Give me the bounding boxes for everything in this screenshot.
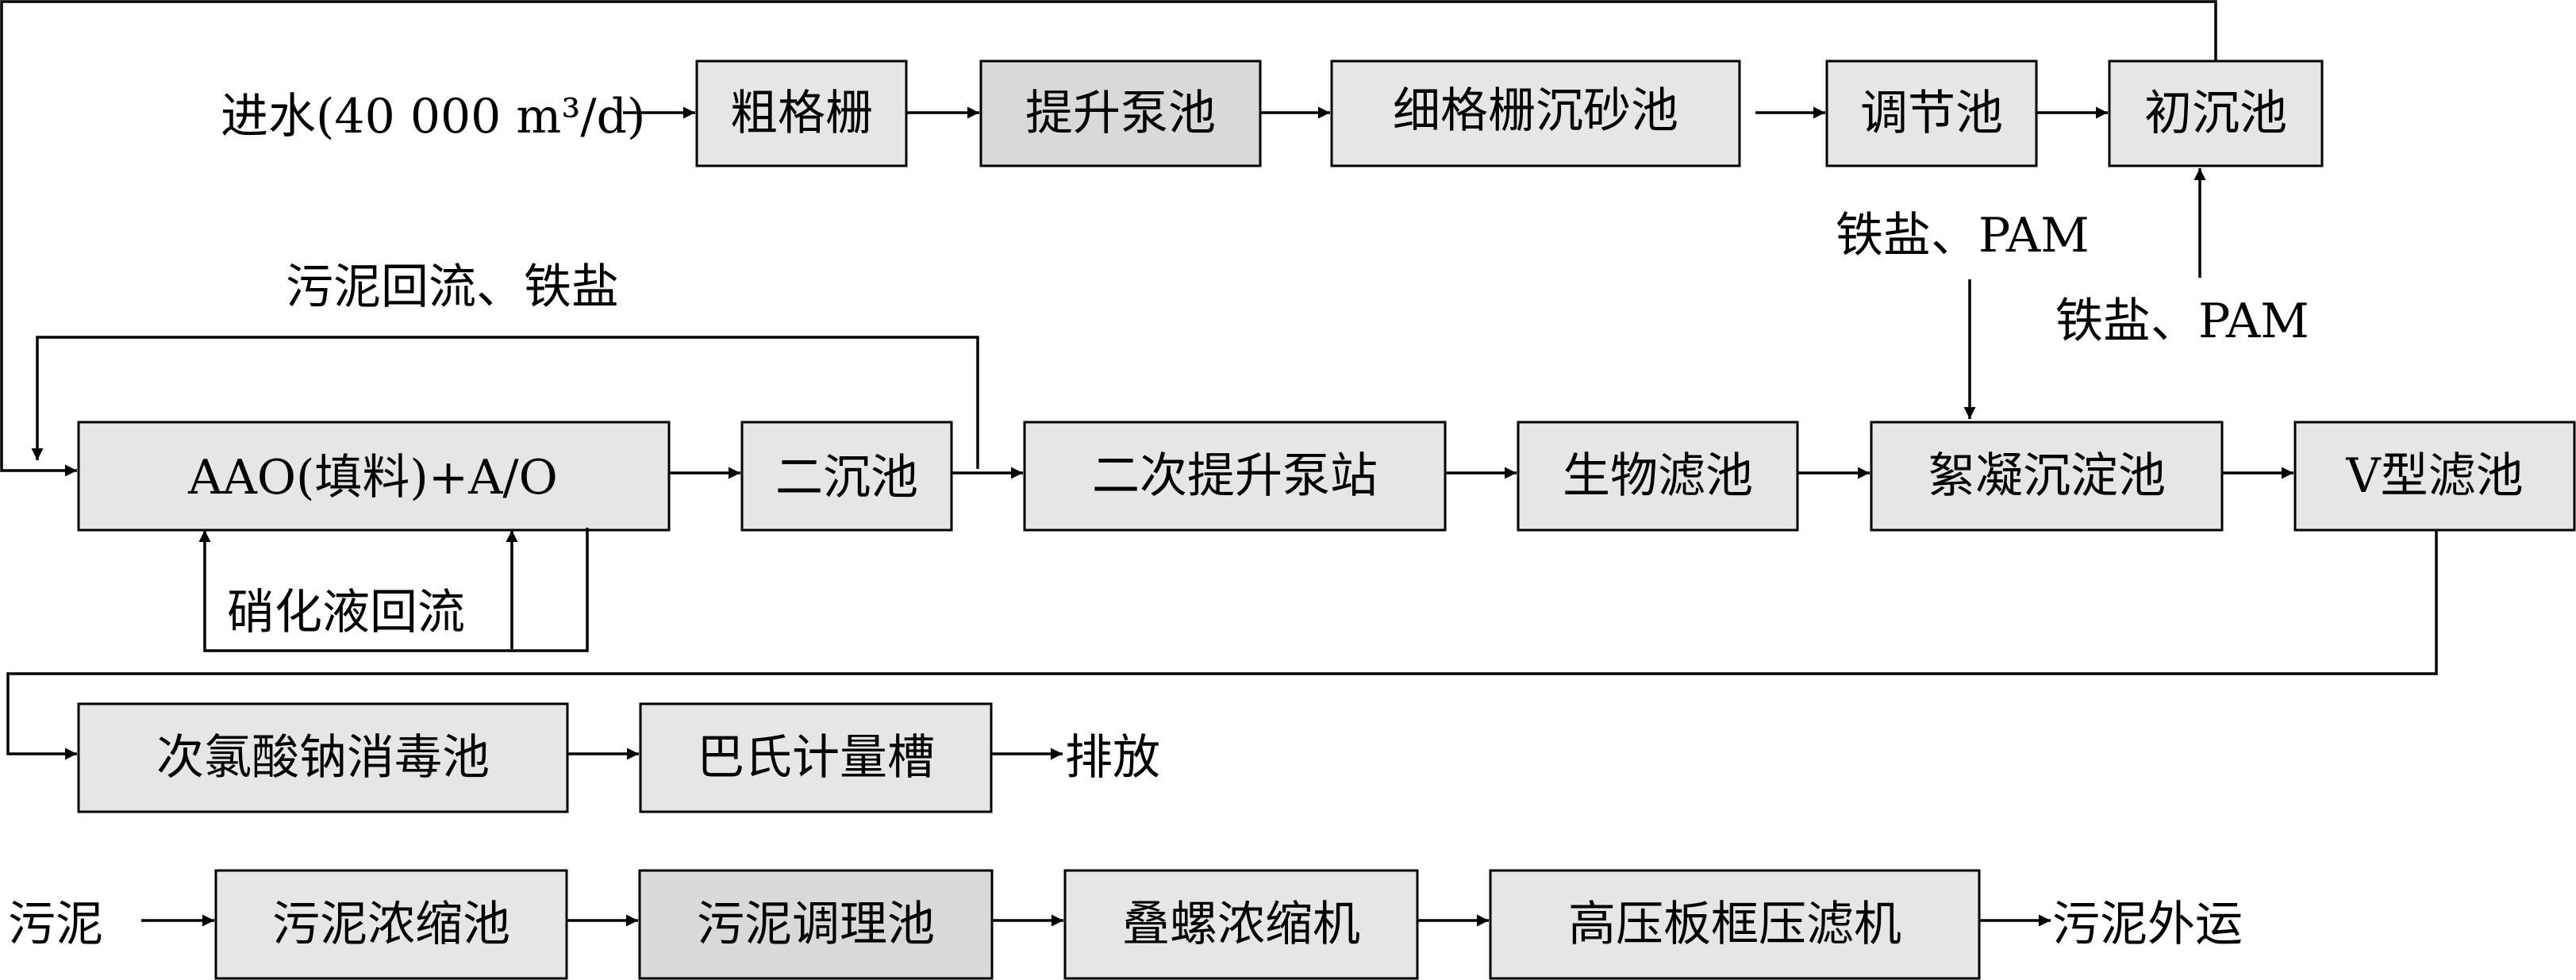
primary-clarifier-box: 初沉池 [2108,60,2324,167]
equalization-box: 调节池 [1825,60,2038,167]
screw-thickener-box: 叠螺浓缩机 [1063,869,1419,980]
nitrification-return-label: 硝化液回流 [227,585,465,640]
v-filter-label: V型滤池 [2345,448,2523,504]
v-filter-box: V型滤池 [2293,421,2576,532]
coag-sedimentation-box: 絮凝沉淀池 [1870,421,2224,532]
sludge-return-label: 污泥回流、铁盐 [286,259,619,315]
biofilter-label: 生物滤池 [1563,448,1753,504]
second-lift-pump-label: 二次提升泵站 [1092,448,1378,504]
lift-pump-box: 提升泵池 [979,60,1262,167]
biofilter-box: 生物滤池 [1517,421,1799,532]
primary-clarifier-label: 初沉池 [2144,86,2287,141]
sludge-label: 污泥 [8,897,103,952]
equalization-label: 调节池 [1860,86,2003,141]
sludge-out-label: 污泥外运 [2052,897,2243,952]
lift-pump-label: 提升泵池 [1025,86,1216,141]
fine-screen-box: 细格栅沉砂池 [1330,60,1741,167]
hypochlorite-box: 次氯酸钠消毒池 [77,702,569,813]
second-lift-pump-box: 二次提升泵站 [1023,421,1447,532]
arrow-nitrification-return-outer [198,528,589,652]
parshall-label: 巴氏计量槽 [697,730,935,786]
fine-screen-label: 细格栅沉砂池 [1393,83,1678,139]
inflow-label: 进水(40 000 m³/d) [221,89,645,144]
coag-sedimentation-label: 絮凝沉淀池 [1928,448,2166,504]
dosing-primary-label: 铁盐、PAM [2055,294,2309,349]
aao-box: AAO(填料)+A/O [77,421,671,532]
sludge-thickener-label: 污泥浓缩池 [272,897,510,952]
arrow-primary-to-aao [0,0,2217,477]
aao-label: AAO(填料)+A/O [187,450,558,505]
parshall-box: 巴氏计量槽 [639,702,993,813]
screw-thickener-label: 叠螺浓缩机 [1122,897,1360,952]
secondary-clarifier-box: 二沉池 [740,421,953,532]
sludge-conditioning-box: 污泥调理池 [638,869,994,980]
discharge-label: 排放 [1065,730,1160,786]
sludge-thickener-box: 污泥浓缩池 [214,869,568,980]
arrow-vfilter-disinfection [6,530,2438,760]
coarse-screen-box: 粗格栅 [695,60,908,167]
filter-press-label: 高压板框压滤机 [1568,897,1901,952]
secondary-clarifier-label: 二沉池 [775,450,918,505]
filter-press-box: 高压板框压滤机 [1489,869,1981,980]
sludge-conditioning-label: 污泥调理池 [697,897,935,952]
dosing-coag-label: 铁盐、PAM [1836,208,2090,263]
arrow-sludge-return [31,336,979,469]
hypochlorite-label: 次氯酸钠消毒池 [156,730,490,786]
coarse-screen-label: 粗格栅 [730,86,873,141]
